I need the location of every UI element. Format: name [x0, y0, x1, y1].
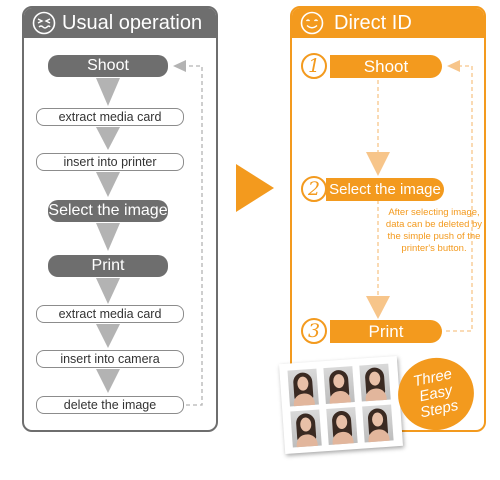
id-photo — [326, 407, 357, 445]
id-photo — [359, 364, 390, 402]
id-photo — [362, 405, 393, 443]
direct-id-note: After selecting image, data can be delet… — [384, 207, 484, 255]
id-photo — [323, 366, 354, 404]
id-photo — [287, 369, 318, 407]
direct-step-print: Print — [330, 320, 442, 343]
id-photo — [290, 410, 321, 448]
id-photo-sheet — [279, 356, 403, 454]
step-number: 3 — [303, 320, 325, 342]
